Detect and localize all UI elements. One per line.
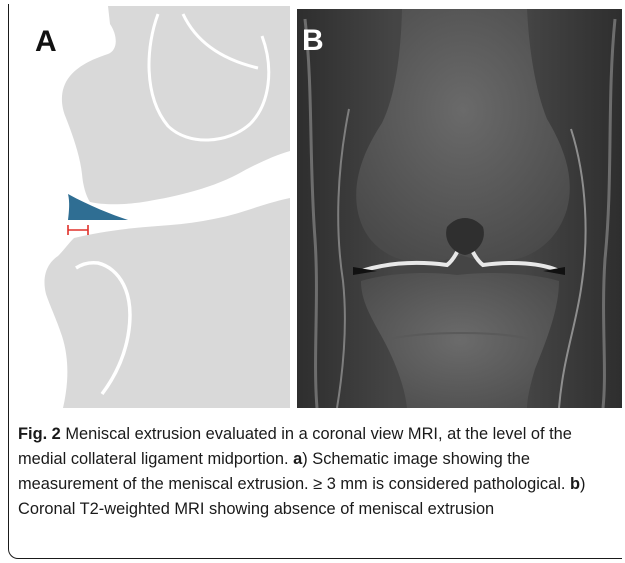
knee-schematic-illustration bbox=[18, 6, 290, 408]
panel-b-label: B bbox=[302, 26, 324, 56]
panel-b-mri-image bbox=[297, 9, 622, 408]
figure-number-label: Fig. 2 bbox=[18, 425, 61, 443]
panel-a-schematic bbox=[18, 6, 290, 408]
extrusion-measurement-marker bbox=[68, 225, 88, 235]
panel-a-label: A bbox=[35, 27, 57, 57]
caption-part-b-letter: b bbox=[570, 475, 580, 493]
caption-part-a-letter: a bbox=[293, 450, 302, 468]
coronal-mri-illustration bbox=[297, 9, 622, 408]
femur-shape bbox=[62, 6, 290, 204]
figure-caption: Fig. 2 Meniscal extrusion evaluated in a… bbox=[18, 422, 618, 522]
